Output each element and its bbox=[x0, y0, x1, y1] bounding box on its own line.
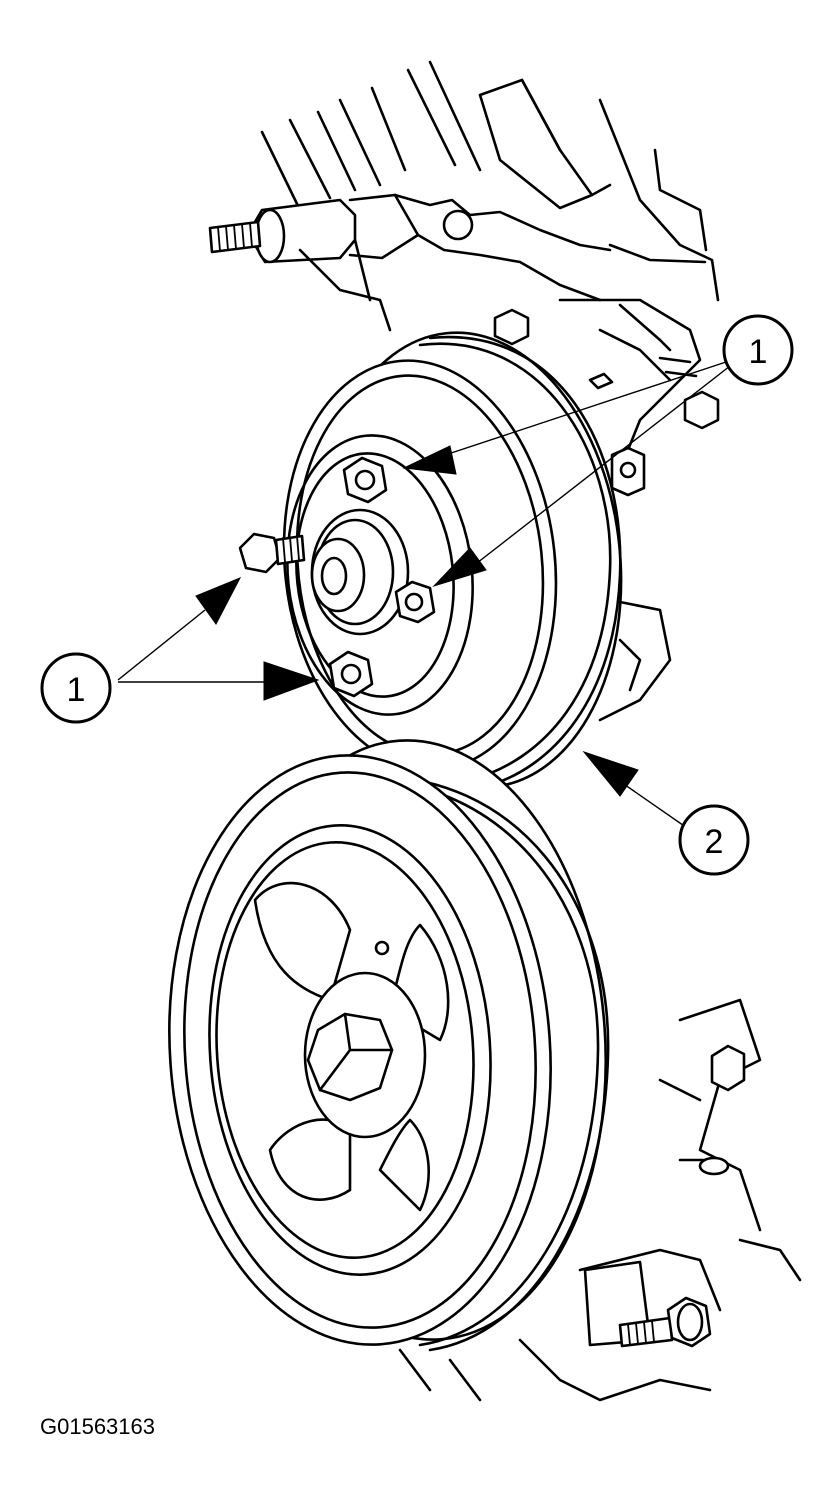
water-pump-pulley bbox=[238, 331, 623, 790]
arrow-to-lower-bolt bbox=[263, 661, 320, 701]
lower-engine-parts bbox=[398, 998, 802, 1402]
arrow-to-top-bolt bbox=[402, 445, 457, 475]
crankshaft-pulley bbox=[168, 739, 610, 1352]
figure-id: G01563163 bbox=[40, 1414, 155, 1439]
arrow-to-removed-bolt bbox=[195, 577, 242, 625]
callout-1-left-label: 1 bbox=[67, 671, 86, 709]
callout-leaders bbox=[117, 361, 731, 831]
arrow-to-right-bolt bbox=[432, 547, 487, 588]
callout-1-upper-label: 1 bbox=[749, 333, 768, 371]
callout-1-upper: 1 bbox=[722, 314, 794, 386]
engine-block bbox=[208, 60, 720, 722]
callout-2-label: 2 bbox=[705, 823, 724, 861]
callout-2: 2 bbox=[678, 804, 750, 876]
arrow-to-pulley-edge bbox=[582, 750, 639, 797]
callout-1-left: 1 bbox=[40, 652, 112, 724]
